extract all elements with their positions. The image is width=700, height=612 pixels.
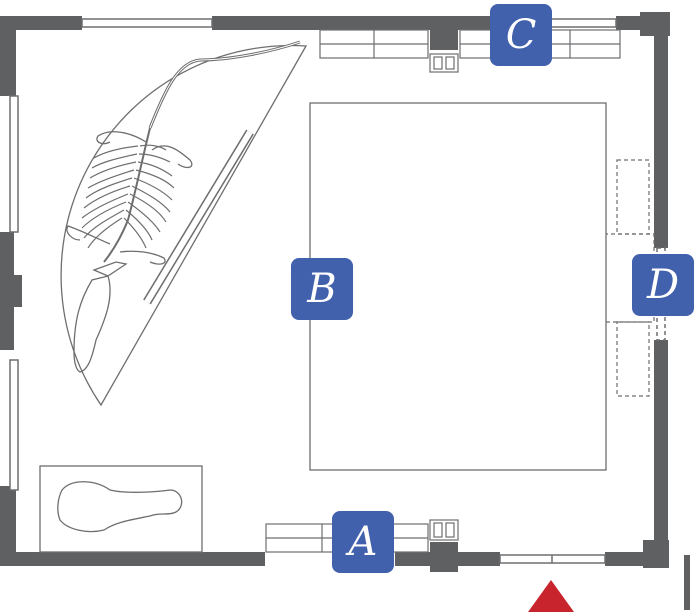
pillar-top (430, 28, 458, 50)
outside-post (684, 555, 690, 610)
wall-left-upper (0, 16, 16, 96)
central-platform (309, 102, 607, 471)
bone-display (39, 465, 203, 553)
wall-bottom-left (0, 552, 265, 566)
dashed-display-lower (616, 321, 650, 397)
skeleton-ribs (81, 144, 175, 249)
wall-top-left (0, 16, 82, 30)
entrance-arrow-icon (528, 580, 574, 612)
pillar-corner-tr (640, 12, 670, 36)
wall-top-mid (212, 16, 490, 30)
skeleton-spine (103, 127, 151, 263)
bone-specimen (57, 481, 183, 533)
skeleton-rear-limb (66, 225, 111, 245)
wall-right-upper (654, 16, 668, 248)
pillar-left (0, 275, 22, 307)
marker-a[interactable]: A (332, 511, 394, 573)
marker-d[interactable]: D (632, 254, 694, 316)
window-left-lower (9, 359, 19, 491)
skeleton-front-limb (96, 131, 147, 145)
skeleton-skull (73, 275, 111, 373)
fossil-display (60, 40, 308, 407)
wall-left-lower (0, 486, 16, 566)
walls (0, 12, 690, 610)
marker-b[interactable]: B (291, 258, 353, 320)
pillar-corner-br (643, 540, 669, 568)
pillar-bottom (430, 542, 458, 572)
dashed-display-upper (616, 159, 650, 235)
bone-display-case (39, 465, 203, 553)
marker-c[interactable]: C (490, 4, 552, 66)
wall-right-lower (654, 340, 668, 566)
window-top-left (81, 18, 213, 28)
window-left-upper (9, 95, 19, 233)
window-top-right (544, 18, 617, 28)
